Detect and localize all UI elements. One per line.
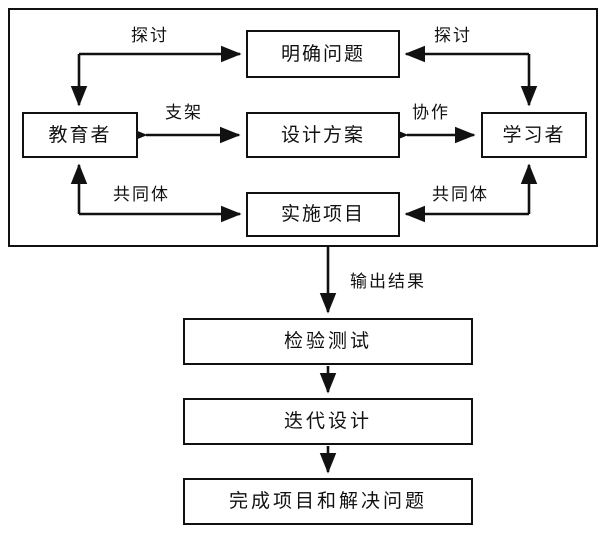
node-iterative-design-label: 迭代设计 xyxy=(283,410,372,432)
node-learner[interactable]: 学习者 xyxy=(481,112,587,158)
node-complete-project-label: 完成项目和解决问题 xyxy=(228,490,427,512)
edge-label-community-right: 共同体 xyxy=(432,185,489,205)
edge-label-discuss-left: 探讨 xyxy=(131,26,169,46)
node-verify-test[interactable]: 检验测试 xyxy=(183,318,473,365)
node-implement-project[interactable]: 实施项目 xyxy=(246,192,400,237)
edge-label-discuss-right: 探讨 xyxy=(434,26,472,46)
node-educator[interactable]: 教育者 xyxy=(22,112,138,158)
node-clarify-problem[interactable]: 明确问题 xyxy=(246,30,400,78)
edge-label-output-result: 输出结果 xyxy=(350,272,426,292)
node-complete-project[interactable]: 完成项目和解决问题 xyxy=(183,478,473,525)
node-design-solution[interactable]: 设计方案 xyxy=(246,112,400,158)
edge-label-collaborate: 协作 xyxy=(412,103,450,123)
design-cycle-group-frame xyxy=(8,8,598,247)
edge-label-scaffold: 支架 xyxy=(165,103,203,123)
node-implement-project-label: 实施项目 xyxy=(280,203,365,225)
node-design-solution-label: 设计方案 xyxy=(280,123,365,146)
node-clarify-problem-label: 明确问题 xyxy=(280,42,365,65)
node-iterative-design[interactable]: 迭代设计 xyxy=(183,398,473,445)
edge-label-community-left: 共同体 xyxy=(113,185,170,205)
node-educator-label: 教育者 xyxy=(48,123,112,146)
node-learner-label: 学习者 xyxy=(502,123,566,146)
node-verify-test-label: 检验测试 xyxy=(283,330,372,352)
